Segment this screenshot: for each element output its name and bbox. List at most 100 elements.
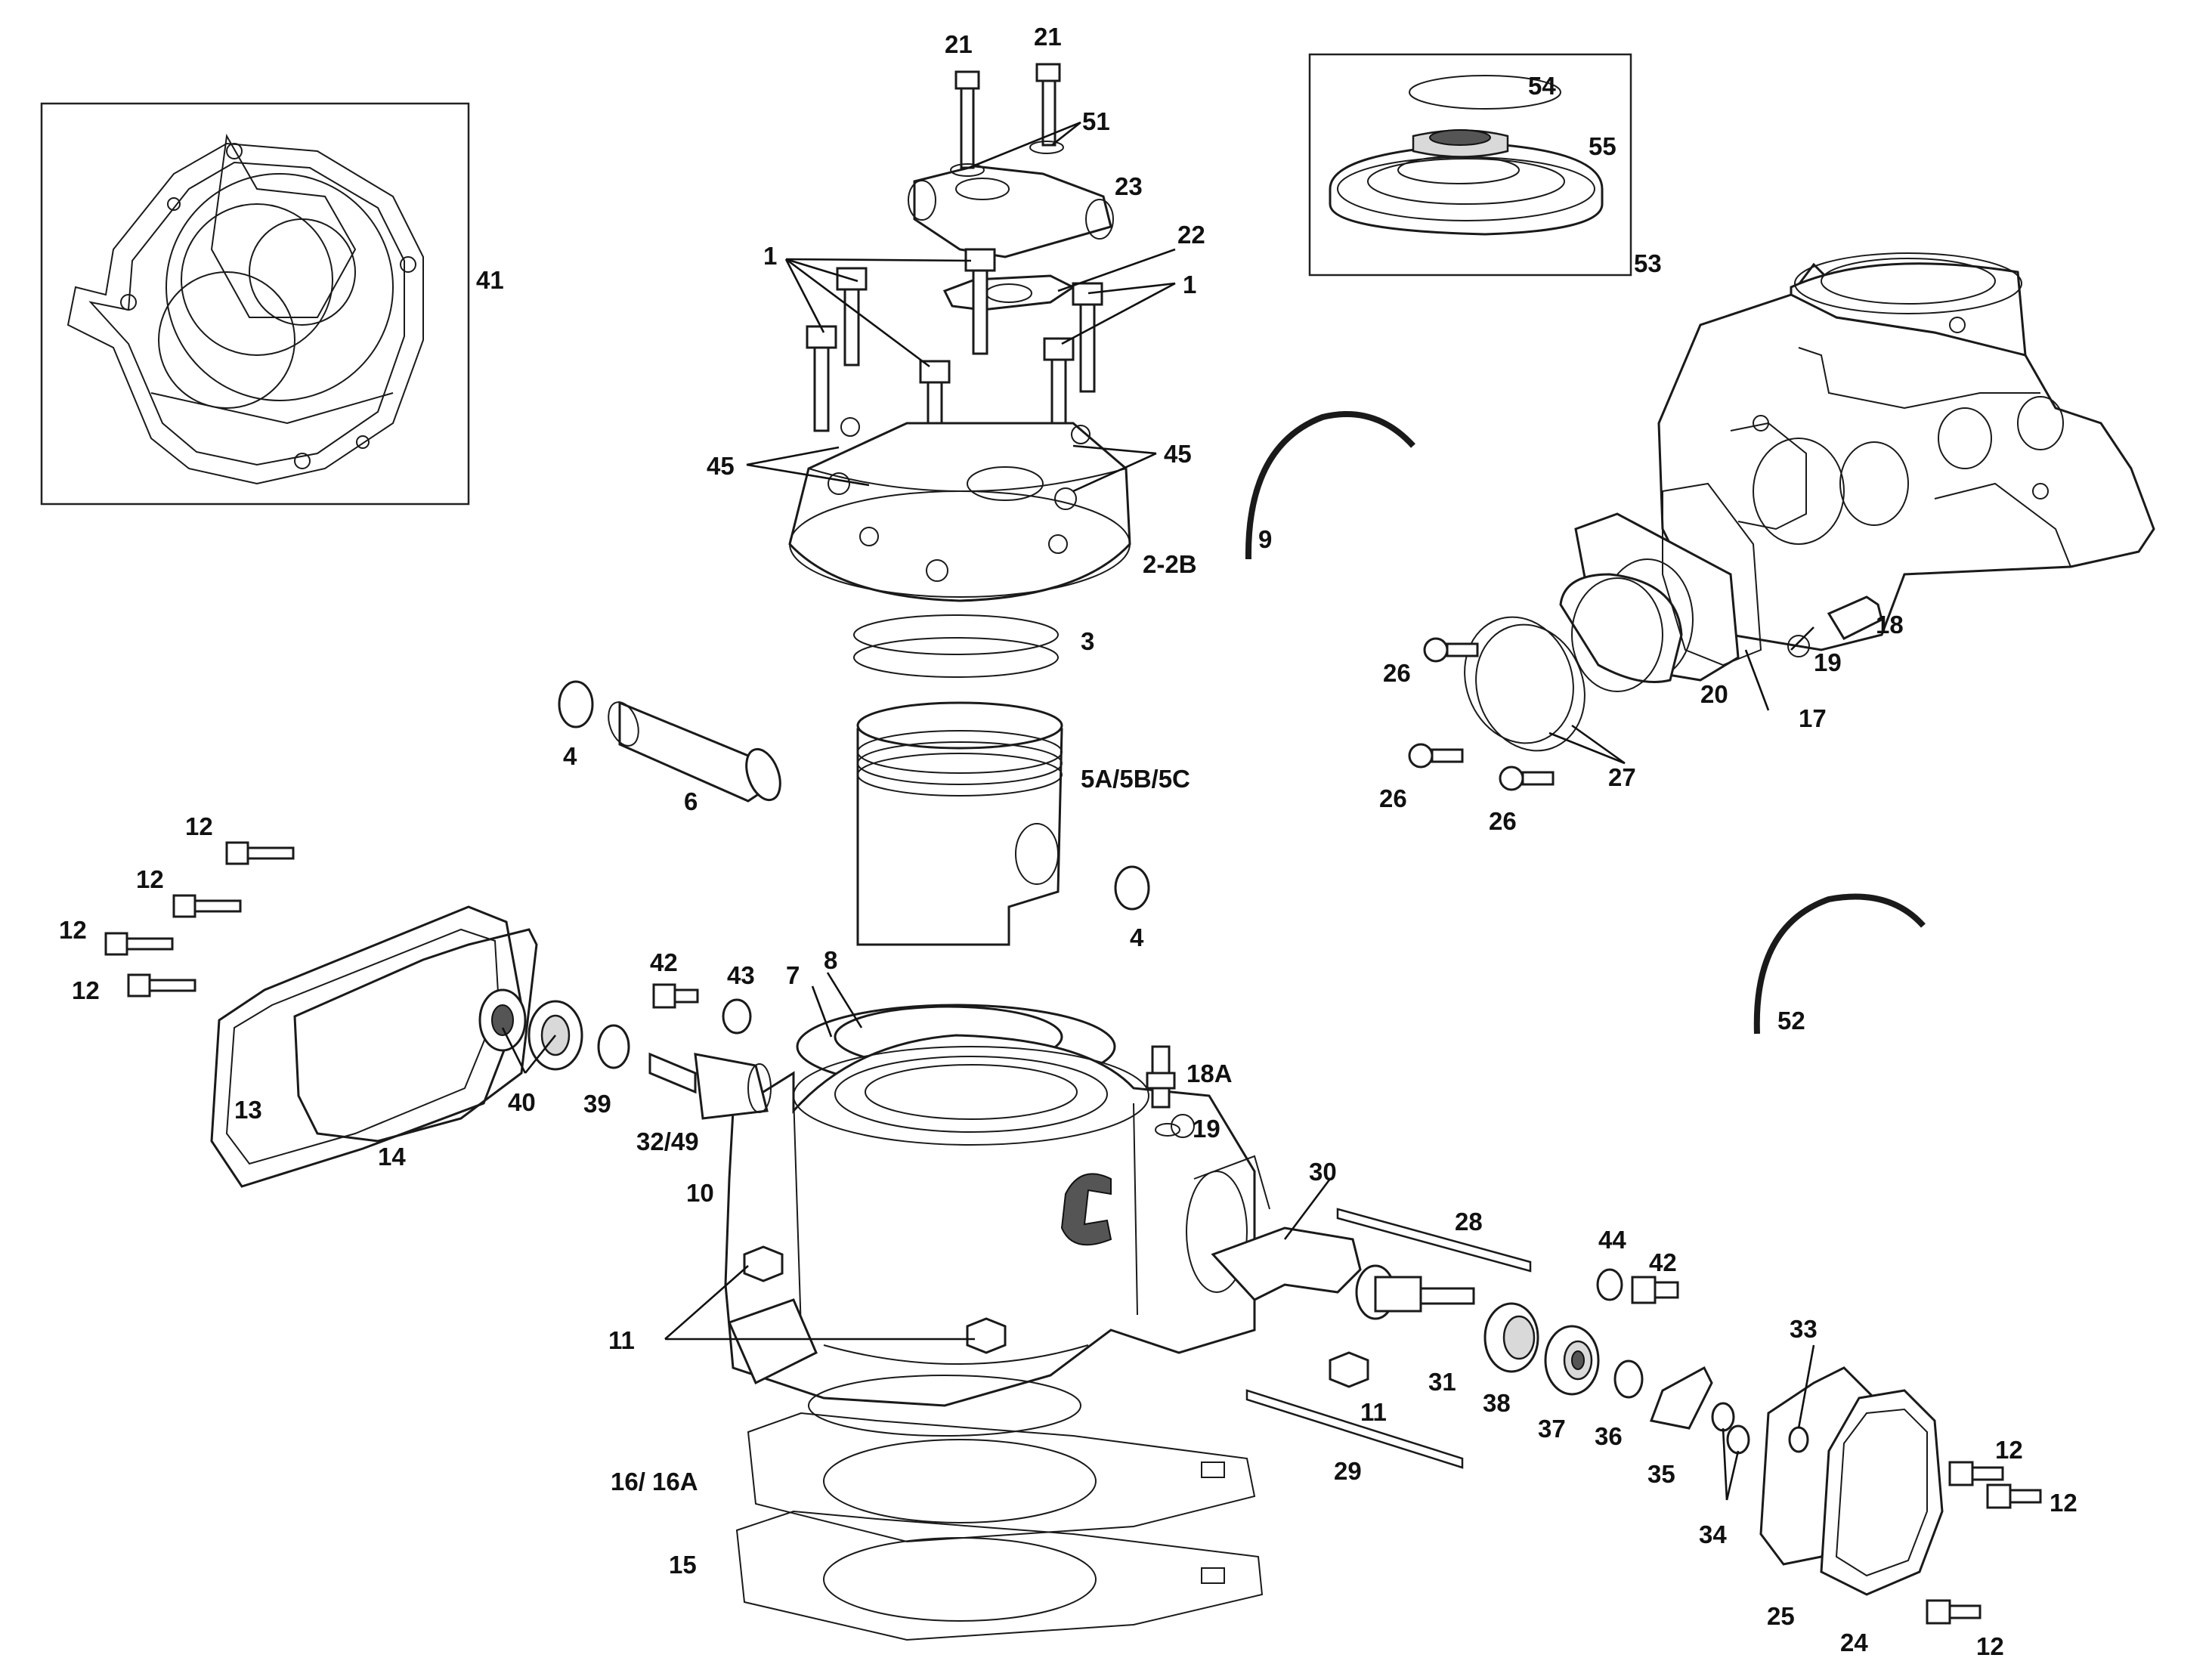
fitting-18a — [1146, 1045, 1180, 1137]
callout-52: 52 — [1777, 1007, 1805, 1035]
gasket-22 — [942, 274, 1075, 311]
callout-39: 39 — [583, 1090, 611, 1118]
rod-29 — [1245, 1389, 1464, 1469]
valve-lever-30 — [1211, 1226, 1362, 1301]
seal-box-53 — [1308, 53, 1632, 277]
cover-13 — [210, 905, 523, 1188]
callout-19: 19 — [1193, 1115, 1220, 1143]
callout-31: 31 — [1428, 1368, 1456, 1396]
cylinder-head-2 — [788, 417, 1131, 602]
callout-55: 55 — [1589, 132, 1616, 160]
callout-40: 40 — [508, 1088, 536, 1116]
bolts-21 — [950, 63, 1064, 177]
intake-flange-20 — [1559, 512, 1740, 692]
callout-18a: 18A — [1186, 1059, 1233, 1087]
callout-45: 45 — [707, 452, 735, 480]
callout-24: 24 — [1840, 1629, 1868, 1656]
callout-51: 51 — [1082, 107, 1110, 135]
washers-34 — [1711, 1402, 1750, 1455]
callout-23: 23 — [1115, 172, 1143, 200]
shaft-31 — [1355, 1264, 1475, 1320]
callout-1: 1 — [763, 242, 777, 270]
callout-12: 12 — [136, 865, 164, 893]
circlip-4-left — [558, 680, 594, 728]
callout-25: 25 — [1767, 1602, 1795, 1630]
piston-pin-6 — [608, 701, 781, 803]
callout-43: 43 — [727, 961, 755, 989]
callout-8: 8 — [824, 946, 837, 974]
callout-12: 12 — [72, 976, 100, 1004]
callout-13: 13 — [234, 1096, 262, 1124]
fitting-18 — [1787, 595, 1883, 657]
callout-26: 26 — [1379, 784, 1407, 812]
callout-11: 11 — [1360, 1398, 1387, 1426]
washer-44-screw-42 — [1596, 1268, 1679, 1304]
bolts-12-right — [1926, 1461, 2042, 1625]
callout-5: 5A/5B/5C — [1081, 765, 1190, 793]
callout-27: 27 — [1608, 763, 1636, 791]
callout-1: 1 — [1183, 271, 1196, 298]
callout-45: 45 — [1164, 440, 1192, 468]
callout-44: 44 — [1598, 1226, 1626, 1254]
callout-41: 41 — [476, 266, 504, 294]
callout-26: 26 — [1383, 659, 1411, 687]
callout-4: 4 — [1130, 923, 1144, 951]
cylinder-right-view — [1657, 252, 2155, 651]
cover-24 — [1820, 1389, 1944, 1596]
callout-26: 26 — [1489, 807, 1517, 835]
callout-54: 54 — [1528, 72, 1556, 100]
callout-17: 17 — [1799, 704, 1827, 732]
callout-53: 53 — [1634, 249, 1662, 277]
intake-gasket-17 — [1662, 482, 1762, 667]
callout-37: 37 — [1538, 1415, 1566, 1443]
callout-34: 34 — [1699, 1520, 1727, 1548]
washer-39 — [597, 1024, 630, 1069]
callout-15: 15 — [669, 1551, 697, 1579]
callout-21: 21 — [945, 30, 973, 58]
piston-rings-3 — [853, 614, 1059, 678]
callout-2-2b: 2-2B — [1143, 550, 1197, 578]
screw-42-left — [652, 983, 699, 1009]
callout-33: 33 — [1790, 1315, 1818, 1343]
callout-21: 21 — [1034, 23, 1062, 51]
lever-35 — [1649, 1366, 1713, 1430]
callout-36: 36 — [1595, 1422, 1623, 1450]
callout-42: 42 — [650, 948, 678, 976]
gasket-14 — [293, 928, 538, 1143]
callout-3: 3 — [1081, 627, 1094, 655]
callout-30: 30 — [1309, 1158, 1337, 1186]
callout-12: 12 — [2050, 1489, 2077, 1517]
callout-12: 12 — [1995, 1436, 2023, 1464]
piston-5 — [856, 701, 1063, 946]
callout-9: 9 — [1258, 525, 1272, 553]
seal-38 — [1483, 1302, 1539, 1373]
callout-32-49: 32/49 — [636, 1127, 699, 1155]
callout-4: 4 — [563, 742, 577, 770]
washer-36 — [1613, 1359, 1644, 1399]
callout-11: 11 — [608, 1326, 635, 1354]
hose-52 — [1753, 893, 1926, 1035]
bolts-12-left — [104, 841, 295, 998]
base-gaskets-15-16 — [735, 1412, 1264, 1641]
callout-6: 6 — [684, 787, 698, 815]
leader-lines — [501, 121, 1815, 1501]
callout-42: 42 — [1649, 1248, 1677, 1276]
screws-26 — [1408, 637, 1555, 791]
callout-22: 22 — [1177, 221, 1205, 249]
callout-10: 10 — [686, 1179, 714, 1207]
callout-12: 12 — [1976, 1632, 2004, 1660]
washer-43 — [722, 998, 752, 1035]
callout-29: 29 — [1334, 1457, 1362, 1485]
callout-19: 19 — [1814, 648, 1842, 676]
circlip-4-right — [1114, 865, 1150, 911]
cylinder-10 — [724, 1034, 1270, 1437]
callout-labels: 1 1 2-2B 3 4 4 5A/5B/5C 6 7 8 9 10 11 11… — [59, 23, 2077, 1660]
valve-32-49 — [648, 1052, 772, 1120]
rod-28 — [1336, 1208, 1532, 1273]
callout-38: 38 — [1483, 1389, 1511, 1417]
callout-20: 20 — [1700, 680, 1728, 708]
hose-9 — [1245, 411, 1415, 560]
callout-35: 35 — [1647, 1460, 1675, 1488]
nuts-11 — [743, 1245, 1369, 1388]
